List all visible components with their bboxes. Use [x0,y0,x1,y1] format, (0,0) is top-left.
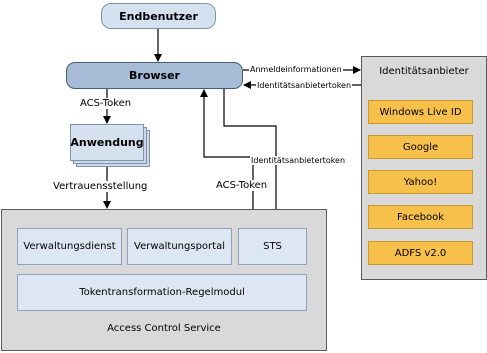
edge-label-anmeldeinformationen: Anmeldeinformationen [249,65,343,74]
idp-item-label: Yahoo! [403,176,438,188]
verwaltungsdienst-label: Verwaltungsdienst [23,241,116,252]
idp-item: ADFS v2.0 [368,241,473,265]
idp-item: Windows Live ID [368,100,473,124]
edge-label-acs-token-left: ACS-Token [78,98,134,109]
tokentransformation-label: Tokentransformation-Regelmodul [79,287,245,298]
browser-label: Browser [129,69,180,82]
idp-item: Google [368,135,473,159]
idp-item-label: Google [402,141,439,153]
sts-label: STS [263,241,282,252]
sts-box: STS [238,228,307,265]
identity-providers-title: Identitätsanbieter [379,65,469,77]
tokentransformation-box: Tokentransformation-Regelmodul [17,274,307,311]
endbenutzer-node: Endbenutzer [101,3,216,29]
idp-item-label: ADFS v2.0 [394,247,447,259]
verwaltungsdienst-box: Verwaltungsdienst [17,228,122,265]
arrow-browser-sts [223,89,280,228]
browser-node: Browser [66,62,243,89]
idp-item-label: Facebook [397,211,444,223]
verwaltungsportal-box: Verwaltungsportal [127,228,232,265]
edge-label-acs-token-mid: ACS-Token [214,180,270,191]
acs-title: Access Control Service [107,322,221,334]
edge-label-idp-token-mid: Identitätsanbietertoken [250,156,347,165]
edge-label-idp-token-top: Identitätsanbietertoken [256,81,353,90]
idp-item: Yahoo! [368,170,473,194]
anwendung-label: Anwendung [70,136,144,149]
edge-label-vertrauensstellung: Vertrauensstellung [51,181,150,192]
anwendung-node: Anwendung [70,124,144,161]
arrow-sts-browser [200,89,254,228]
verwaltungsportal-label: Verwaltungsportal [134,241,225,252]
idp-item: Facebook [368,205,473,229]
endbenutzer-label: Endbenutzer [119,9,198,23]
idp-item-label: Windows Live ID [379,106,462,118]
